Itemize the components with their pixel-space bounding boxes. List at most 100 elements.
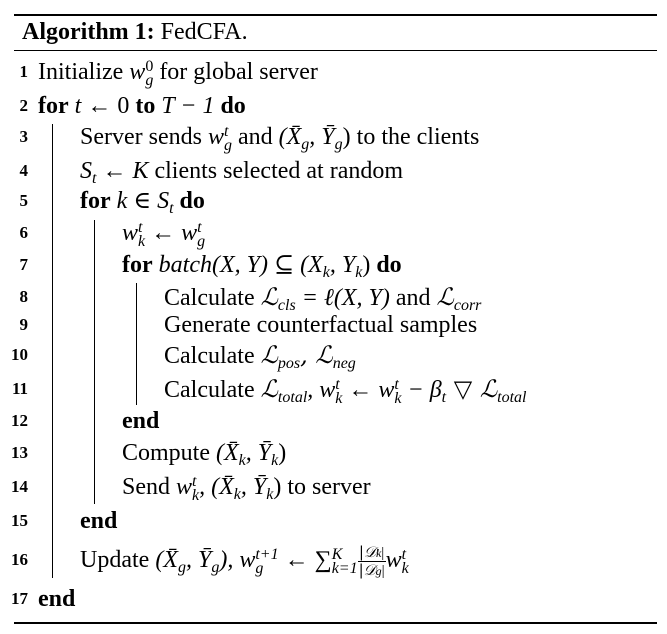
- math-expr: (X, Y) ⊆ (X: [211, 252, 323, 278]
- math-var: w: [385, 547, 402, 573]
- subscript: g: [211, 559, 220, 576]
- math-var: w: [207, 124, 224, 150]
- sum-operator: ← ∑: [278, 547, 332, 573]
- line-number: 2: [19, 96, 29, 115]
- subscript: t: [169, 200, 174, 217]
- subscript: neg: [332, 355, 356, 372]
- fraction: |𝒟k||𝒟g|: [357, 542, 386, 579]
- subscript: t: [92, 170, 97, 187]
- subscript: k: [271, 452, 279, 469]
- line-number: 11: [11, 379, 28, 398]
- line-number: 4: [19, 161, 29, 180]
- line-number: 15: [11, 511, 28, 530]
- math-var: k: [116, 188, 128, 214]
- line-text: to the clients: [350, 124, 480, 150]
- line-text: for global server: [153, 59, 318, 85]
- bottom-rule: [14, 622, 657, 624]
- math-var: (X̄: [216, 440, 239, 466]
- keyword-do: do: [376, 252, 402, 278]
- line-text: Initialize: [38, 59, 130, 85]
- math-loss: , ℒ: [300, 341, 333, 369]
- for-t-block-bar: [52, 124, 53, 578]
- math-num: 0: [117, 93, 130, 119]
- subscript: k: [355, 264, 363, 281]
- math-var: w: [122, 220, 139, 246]
- math-var: t: [74, 93, 82, 119]
- math-var: (X̄: [155, 547, 178, 573]
- line-number: 3: [19, 127, 29, 146]
- line-number: 8: [19, 287, 29, 306]
- line-text: clients selected at random: [148, 158, 404, 184]
- title-rule: [14, 50, 657, 51]
- math-var: , (X̄: [199, 474, 234, 500]
- keyword-end: end: [38, 586, 76, 612]
- line-number: 7: [19, 255, 29, 274]
- math-var: − β: [401, 377, 442, 403]
- keyword-for: for: [38, 93, 69, 119]
- math-var: , w: [307, 377, 336, 403]
- math-var: ← w: [342, 377, 395, 403]
- line-text: Calculate: [164, 377, 261, 403]
- algorithm-title: Algorithm 1: FedCFA.: [22, 17, 248, 47]
- line-number: 16: [11, 550, 28, 569]
- keyword-for: for: [122, 252, 153, 278]
- line-number: 14: [11, 477, 28, 496]
- subscript: g: [301, 136, 310, 153]
- line-number: 1: [19, 62, 29, 81]
- keyword-do: do: [179, 188, 205, 214]
- math-var: ), w: [219, 547, 256, 573]
- subscript: k: [238, 452, 246, 469]
- subscript: k: [233, 486, 241, 503]
- subscript: total: [497, 389, 527, 406]
- math-op: ∈: [127, 188, 158, 214]
- math-op: ←: [96, 158, 133, 184]
- subscript: pos: [277, 355, 301, 372]
- math-var: , Ȳ: [309, 124, 335, 150]
- math-paren: ): [342, 124, 351, 150]
- algorithm-name: FedCFA.: [160, 19, 248, 45]
- line-number: 5: [19, 191, 29, 210]
- line-text: Send: [122, 474, 176, 500]
- for-k-block-bar: [94, 220, 95, 504]
- subscript: corr: [453, 297, 482, 314]
- math-var: S: [157, 188, 170, 214]
- subscript: g: [177, 559, 186, 576]
- line-number: 9: [19, 315, 29, 334]
- math-var: w: [176, 474, 193, 500]
- subscript: cls: [277, 297, 296, 314]
- math-loss: ℒ: [260, 341, 278, 369]
- line-text: Compute: [122, 440, 216, 466]
- math-loss: ℒ: [436, 283, 454, 311]
- math-loss: ℒ: [260, 375, 278, 403]
- line-number: 12: [11, 411, 28, 430]
- math-paren: ): [278, 440, 287, 466]
- math-loss: ℒ: [260, 283, 278, 311]
- math-paren: ): [273, 474, 282, 500]
- subscript: total: [277, 389, 308, 406]
- keyword-end: end: [80, 508, 118, 534]
- line-text: Generate counterfactual samples: [164, 312, 478, 338]
- keyword-end: end: [122, 408, 160, 434]
- subscript: t: [441, 389, 447, 406]
- line-text: Server sends: [80, 124, 208, 150]
- line-text: Update: [80, 547, 156, 573]
- line-number: 13: [11, 443, 28, 462]
- top-rule: [14, 14, 657, 16]
- math-var: , Ȳ: [245, 440, 272, 466]
- subscript: g: [334, 136, 343, 153]
- line-number: 17: [11, 589, 28, 608]
- line-text: and: [389, 285, 437, 311]
- for-batch-block-bar: [136, 283, 137, 405]
- math-expr: = ℓ(X, Y): [295, 285, 390, 311]
- math-var: S: [80, 158, 92, 184]
- subscript: k: [266, 486, 274, 503]
- line-text: Calculate: [164, 285, 261, 311]
